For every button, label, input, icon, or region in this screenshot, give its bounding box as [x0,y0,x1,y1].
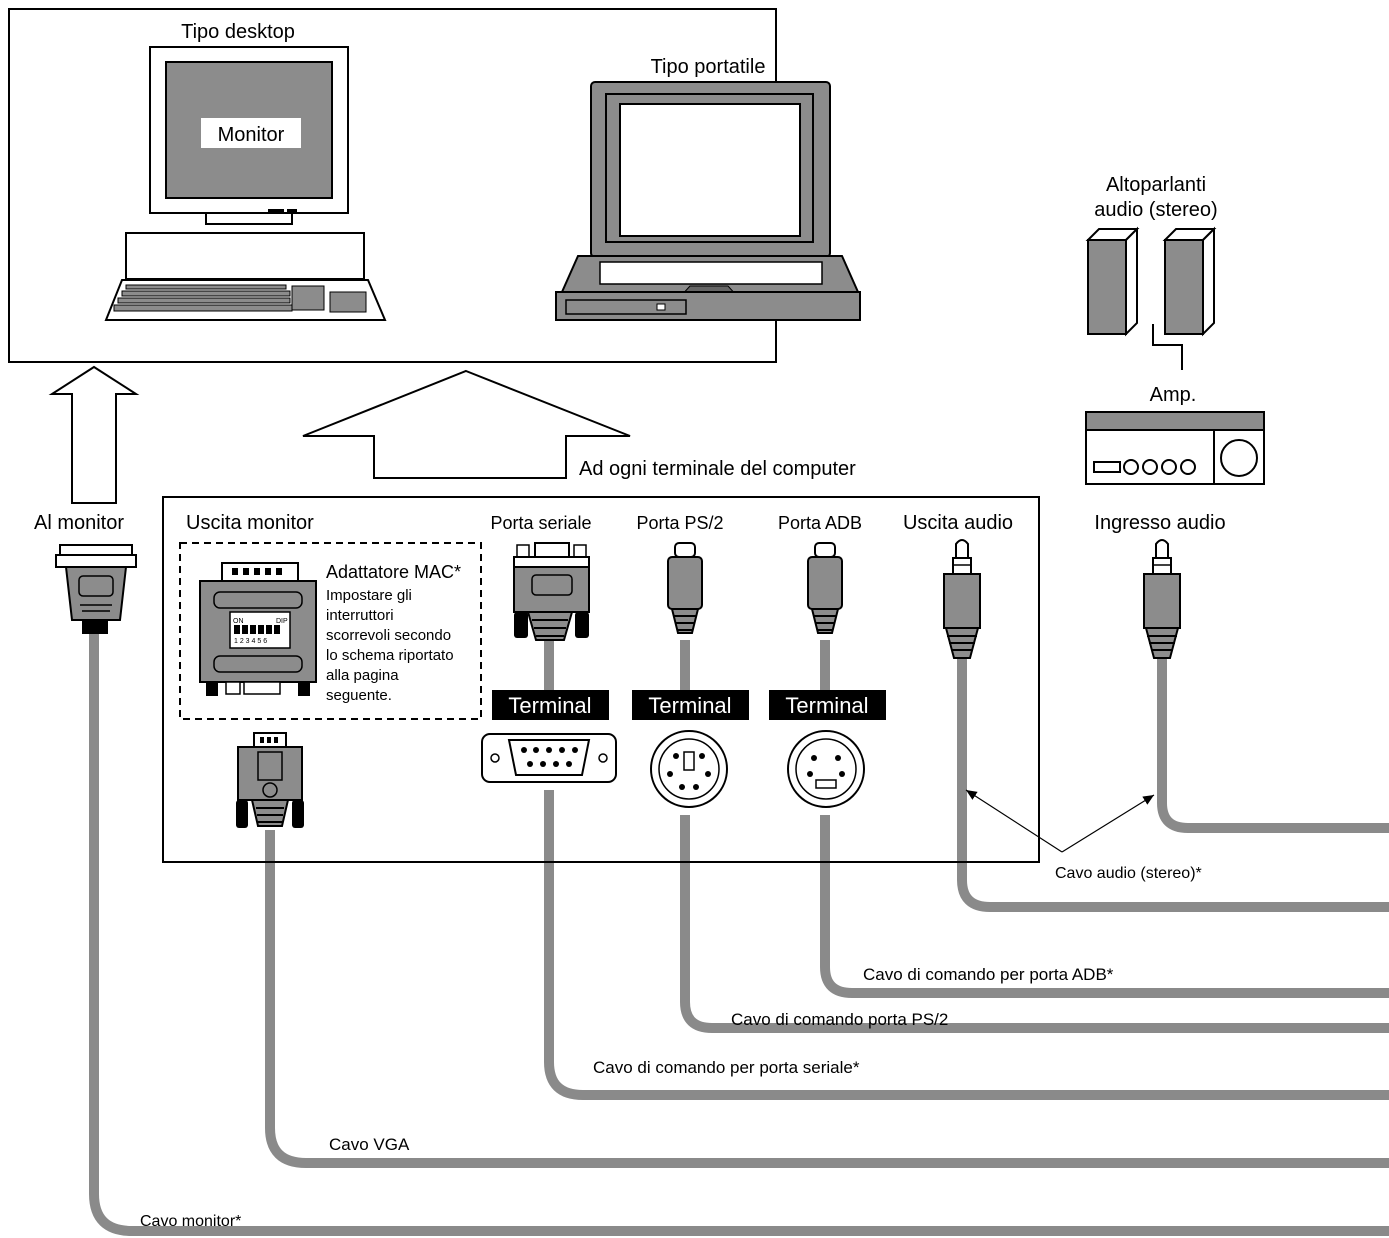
laptop-icon [555,81,861,321]
to-terminals-label: Ad ogni terminale del computer [579,458,856,480]
cable-vga [265,830,1389,1168]
mac-adapter-title: Adattatore MAC* [326,562,461,582]
terminal-badge-serial [492,690,609,720]
audio-callout-arrow-left [965,789,1063,853]
cable-adb [820,815,1389,998]
amplifier-icon [1085,411,1265,485]
ps2-terminal-icon [650,730,728,808]
ps2-cable-label: Cavo di comando porta PS/2 [731,1010,948,1029]
dip-on-label: ON [233,618,244,625]
arrow-up-to-terminals [302,369,631,479]
vga-connector-icon [236,732,304,828]
monitor-cable-label: Cavo monitor* [140,1213,241,1230]
cable-audio-out [957,658,1389,912]
audio-callout-arrow-right [1061,794,1155,853]
audio-out-label: Uscita audio [903,512,1013,534]
serial-terminal-icon [481,733,617,783]
monitor-label: Monitor [218,124,285,146]
to-monitor-label: Al monitor [34,512,124,534]
mac-adapter-icon [199,562,317,696]
mac-adapter-note-line2: interruttori [326,607,394,624]
port-box [162,496,1040,863]
terminal-label-ps2: Terminal [648,693,731,718]
mac-adapter-note-line4: lo schema riportato [326,647,454,664]
speakers-label-line2: audio (stereo) [1094,199,1217,221]
serial-cable-label: Cavo di comando per porta seriale* [593,1058,860,1077]
ps2-port-label: Porta PS/2 [636,513,723,533]
adb-port-label: Porta ADB [778,513,862,533]
audio-in-label: Ingresso audio [1094,512,1225,534]
audio-in-plug-icon [1143,539,1181,659]
speakers-label-line1: Altoparlanti [1106,174,1206,196]
terminal-label-serial: Terminal [508,693,591,718]
mac-adapter-note-line6: seguente. [326,687,392,704]
terminal-label-adb: Terminal [785,693,868,718]
mac-adapter-note-line1: Impostare gli [326,587,412,604]
mac-adapter-note-line3: scorrevoli secondo [326,627,451,644]
dip-numbers: 1 2 3 4 5 6 [234,638,267,645]
cable-serial [544,790,1389,1100]
terminal-badge-adb [769,690,886,720]
serial-connector-icon [513,542,590,641]
mac-adapter-note-line5: alla pagina [326,667,399,684]
terminal-badge-ps2 [632,690,749,720]
audio-out-plug-icon [943,539,981,659]
adb-terminal-icon [787,730,865,808]
cable-monitor [89,630,1389,1236]
dip-label: DIP [276,618,288,625]
serial-port-label: Porta seriale [490,513,591,533]
cable-audio-in [1157,658,1389,833]
monitor-out-label: Uscita monitor [186,512,314,534]
adb-connector-icon [807,542,843,634]
laptop-label: Tipo portatile [651,56,766,78]
desktop-computer-icon [104,46,387,321]
adb-cable-label: Cavo di comando per porta ADB* [863,965,1114,984]
arrow-up-to-monitor [48,365,140,504]
speakers-icon [1085,226,1217,370]
monitor-cable-connector-icon [55,544,137,634]
vga-cable-label: Cavo VGA [329,1135,410,1154]
mac-adapter-box [179,542,482,720]
cables [89,630,1389,1236]
ps2-connector-icon [667,542,703,634]
cable-ps2 [680,815,1389,1033]
audio-cable-label: Cavo audio (stereo)* [1055,865,1202,882]
desktop-label: Tipo desktop [181,21,295,43]
amp-label: Amp. [1150,384,1197,406]
